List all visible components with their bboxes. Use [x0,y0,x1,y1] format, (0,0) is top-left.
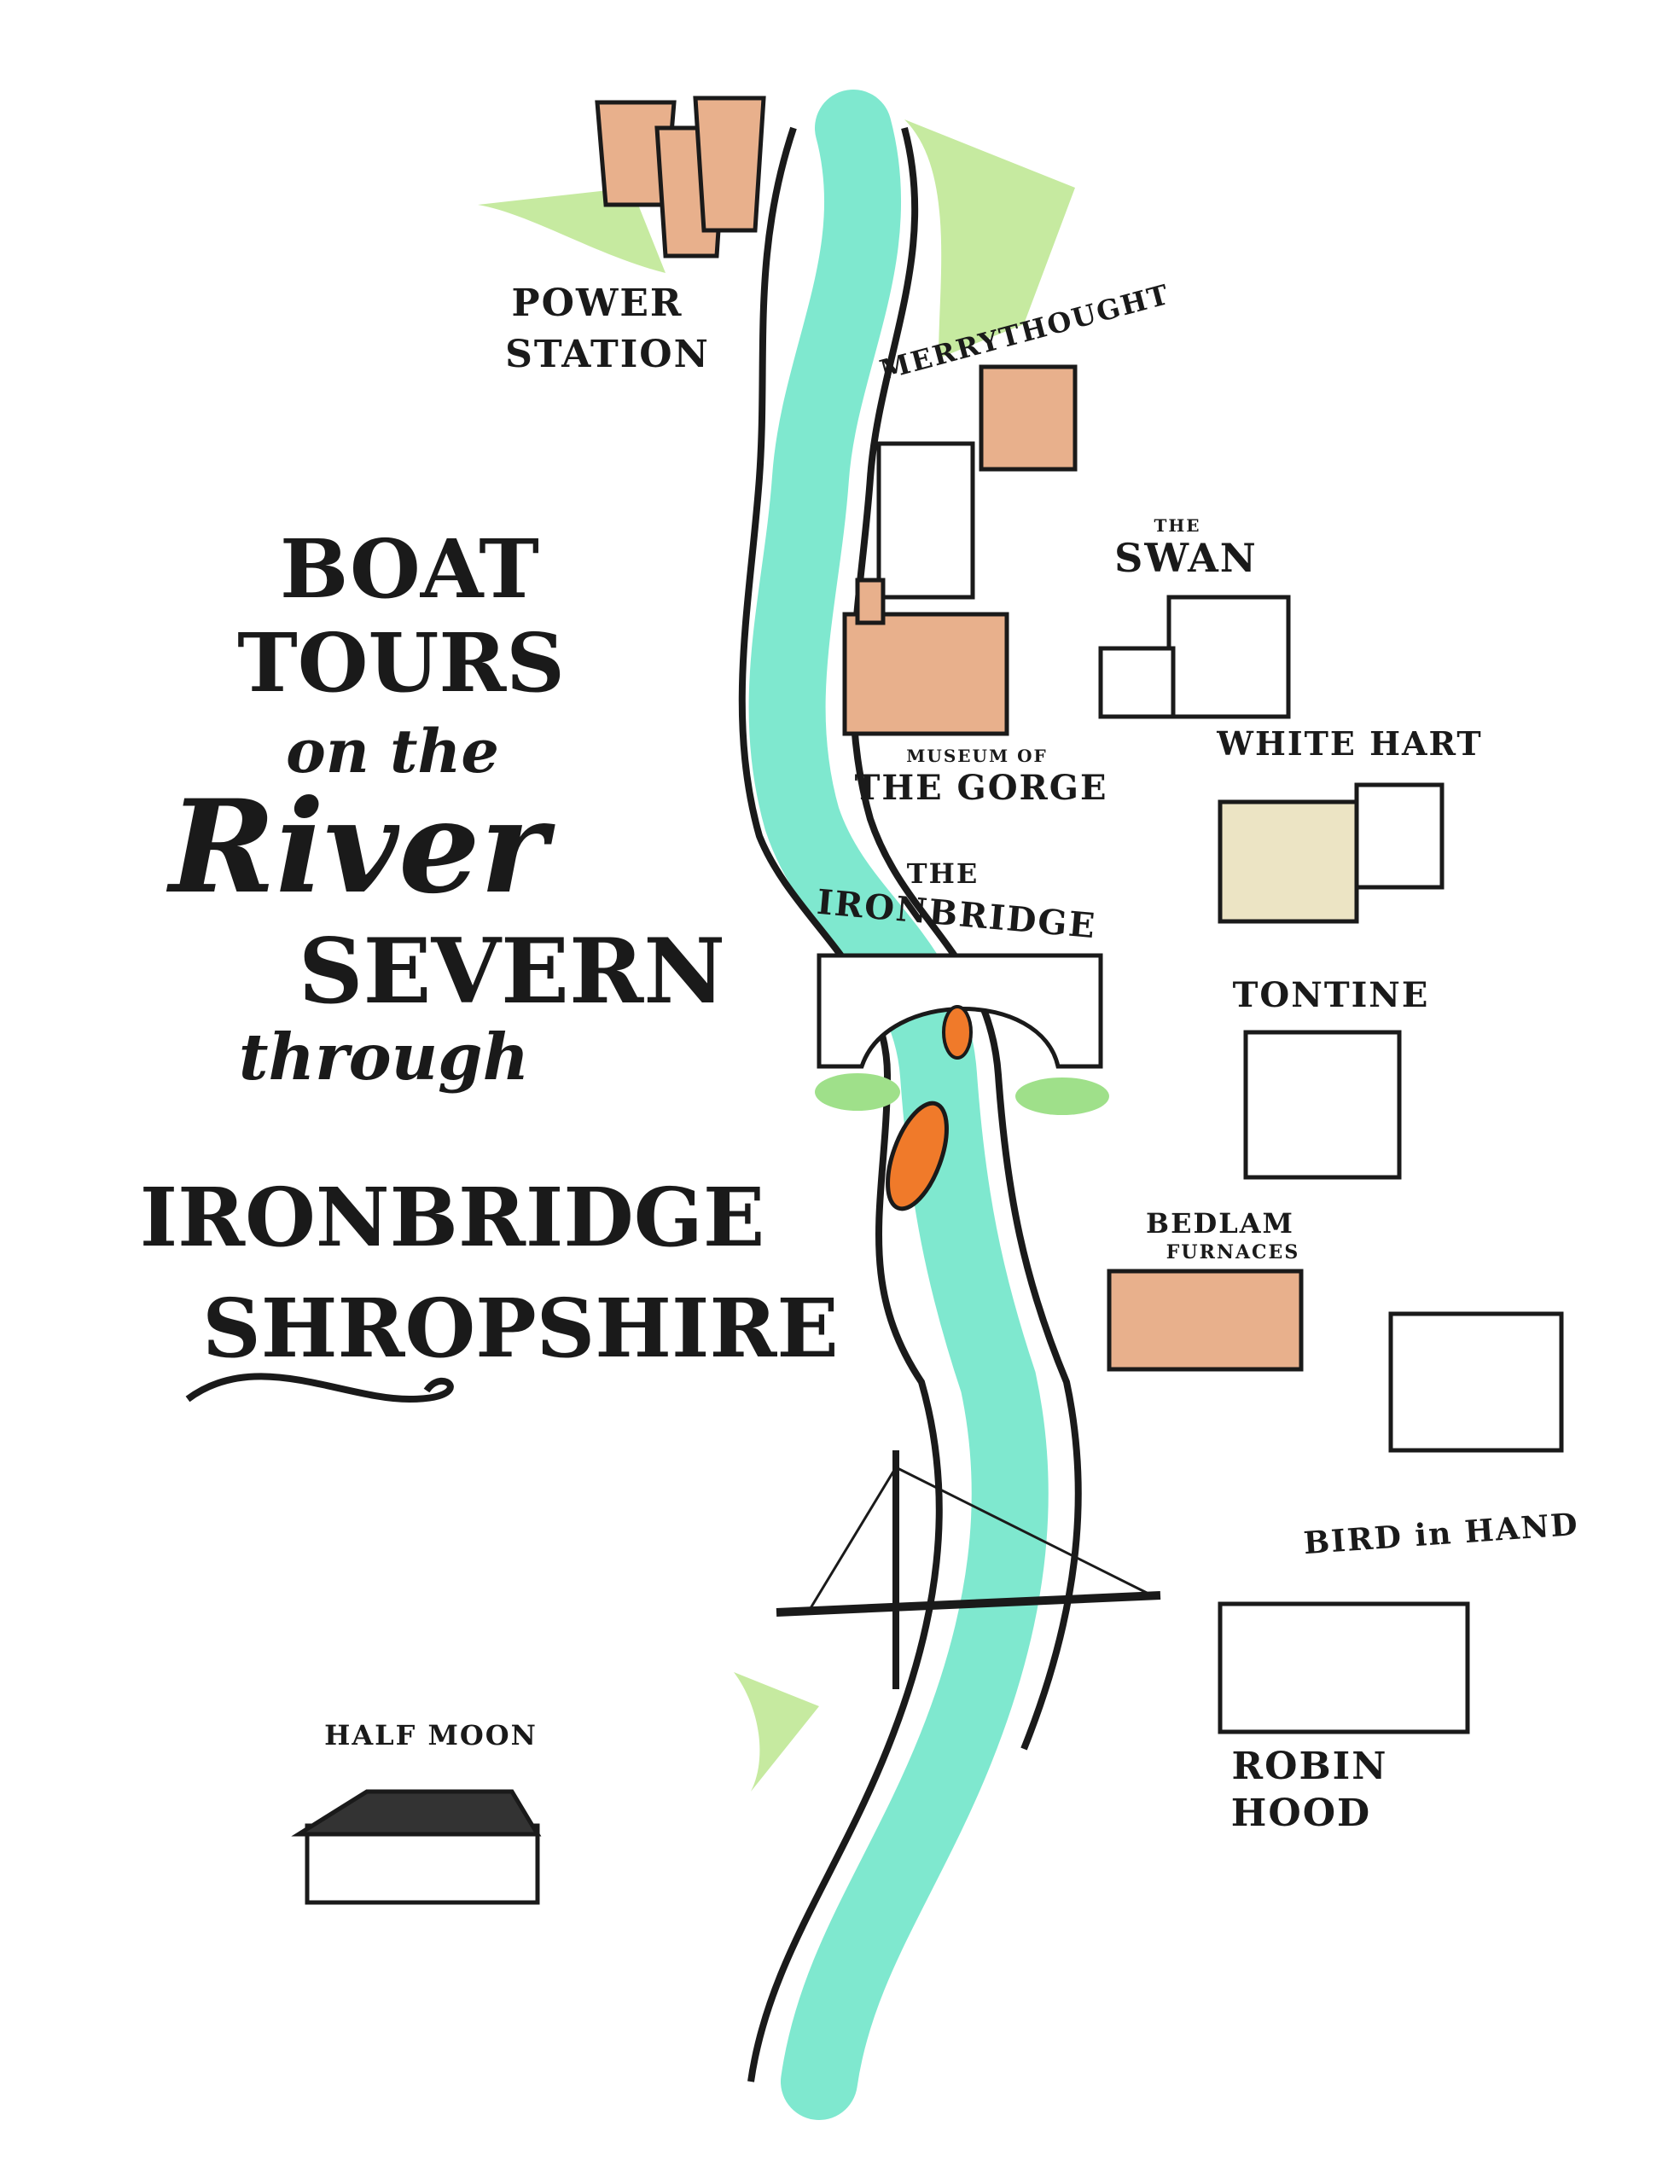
title-line-boat: BOAT [280,522,539,617]
merrythought-illustration [876,364,1078,600]
label-bedlam-2: FURNACES [1166,1241,1299,1263]
label-ironbridge-1: THE [907,857,979,890]
label-museum-2: THE GORGE [855,768,1108,808]
label-swan-2: SWAN [1114,535,1258,581]
river-bank-east [849,126,1082,1751]
boat-icon [886,1005,973,1211]
label-bird-in-hand: BIRD in HAND [1302,1507,1580,1561]
title-line-ironbridge: IRONBRIDGE [140,1170,765,1265]
river-bank-west [738,126,943,2082]
title-line-tours: TOURS [237,616,565,711]
bedlam-illustration [1107,1269,1304,1372]
title-line-river: River [166,772,555,922]
robin-hood-illustration [1218,1601,1470,1734]
label-robin-hood-2: HOOD [1231,1792,1371,1835]
ironbridge-illustration [815,953,1109,1115]
tontine-illustration [1243,1030,1402,1180]
title-line-shropshire: SHROPSHIRE [202,1281,839,1376]
half-moon-illustration [291,1789,542,1905]
label-white-hart: WHITE HART [1216,724,1482,763]
label-museum-1: MUSEUM OF [906,746,1047,766]
power-station-illustration [595,96,766,258]
label-power-station-1: POWER [512,282,683,325]
label-half-moon: HALF MOON [324,1719,538,1751]
title-line-severn: SEVERN [299,918,726,1024]
label-power-station-2: STATION [505,333,710,376]
title-line-on-the: on the [286,716,499,787]
grass-patch [904,119,1075,358]
museum-illustration [842,578,1009,736]
label-bedlam-1: BEDLAM [1146,1207,1294,1240]
grass-patch [734,1672,819,1792]
grass-patch [478,188,666,273]
label-robin-hood-1: ROBIN [1232,1745,1388,1788]
white-hart-illustration [1218,782,1445,924]
title-line-through: through [239,1019,529,1095]
swan-illustration [1098,595,1291,719]
river-severn [748,90,1049,2120]
bird-in-hand-illustration [1388,1311,1564,1453]
label-tontine: TONTINE [1233,975,1430,1015]
label-swan-1: THE [1154,515,1200,536]
title-flourish [185,1373,454,1403]
suspension-bridge-illustration [776,1450,1161,1689]
